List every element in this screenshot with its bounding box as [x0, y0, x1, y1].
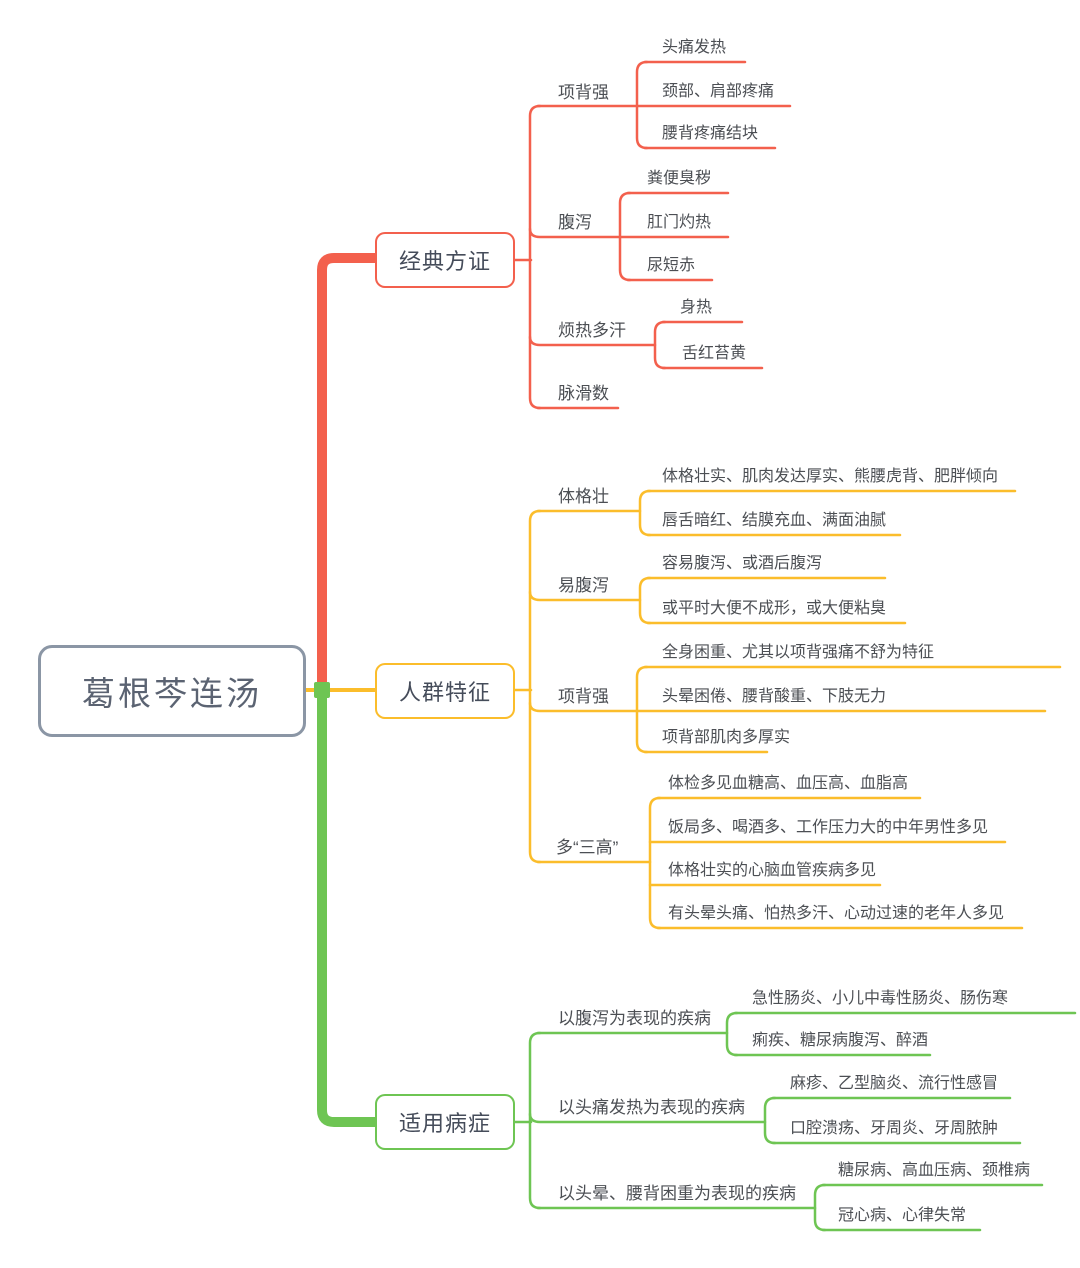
trunk-disease	[317, 685, 377, 1127]
leaf-topic-label[interactable]: 口腔溃疡、牙周炎、牙周脓肿	[790, 1120, 999, 1137]
leaf-topic-label[interactable]: 项背部肌肉多厚实	[662, 729, 791, 746]
leaf-topic-label[interactable]: 颈部、肩部疼痛	[662, 83, 775, 100]
leaf-topic-label[interactable]: 痢疾、糖尿病腹泻、醉酒	[752, 1032, 929, 1049]
leaf-topic-label[interactable]: 容易腹泻、或酒后腹泻	[662, 555, 823, 572]
subtopic-label[interactable]: 脉滑数	[558, 384, 609, 403]
branch-topic-disease[interactable]: 适用病症	[375, 1094, 515, 1150]
leaf-topic-label[interactable]: 舌红苔黄	[682, 345, 747, 362]
branch-topic-crowd[interactable]: 人群特征	[375, 663, 515, 719]
leaf-topic-label[interactable]: 冠心病、心律失常	[838, 1207, 967, 1224]
leaf-topic-label[interactable]: 麻疹、乙型脑炎、流行性感冒	[790, 1075, 999, 1092]
leaf-topic-label[interactable]: 身热	[680, 299, 713, 316]
leaf-topic-label[interactable]: 或平时大便不成形，或大便粘臭	[662, 600, 887, 617]
leaf-topic-label[interactable]: 肛门灼热	[647, 214, 712, 231]
leaf-topic-label[interactable]: 腰背疼痛结块	[662, 125, 759, 142]
classic-branch-wires	[513, 60, 792, 410]
leaf-topic-label[interactable]: 体格壮实、肌肉发达厚实、熊腰虎背、肥胖倾向	[662, 468, 999, 485]
leaf-topic-label[interactable]: 体格壮实的心脑血管疾病多见	[668, 862, 877, 879]
leaf-topic-label[interactable]: 全身困重、尤其以项背强痛不舒为特征	[662, 644, 935, 661]
subtopic-label[interactable]: 项背强	[558, 687, 609, 706]
leaf-topic-label[interactable]: 饭局多、喝酒多、工作压力大的中年男性多见	[668, 819, 989, 836]
disease-branch-wires	[513, 1011, 1077, 1232]
leaf-topic-label[interactable]: 急性肠炎、小儿中毒性肠炎、肠伤寒	[752, 990, 1009, 1007]
leaf-topic-label[interactable]: 尿短赤	[647, 257, 696, 274]
leaf-topic-label[interactable]: 头痛发热	[662, 39, 727, 56]
leaf-topic-label[interactable]: 粪便臭秽	[647, 170, 712, 187]
branch-topic-classic[interactable]: 经典方证	[375, 232, 515, 288]
crowd-branch-wires	[513, 489, 1062, 930]
subtopic-label[interactable]: 项背强	[558, 83, 609, 102]
leaf-topic-label[interactable]: 唇舌暗红、结膜充血、满面油腻	[662, 512, 887, 529]
leaf-topic-label[interactable]: 糖尿病、高血压病、颈椎病	[838, 1162, 1031, 1179]
trunk-junction	[314, 682, 330, 698]
subtopic-label[interactable]: 烦热多汗	[558, 321, 626, 340]
root-topic[interactable]: 葛根芩连汤	[38, 645, 306, 737]
subtopic-label[interactable]: 以头晕、腰背困重为表现的疾病	[558, 1184, 796, 1203]
subtopic-label[interactable]: 体格壮	[558, 487, 609, 506]
leaf-topic-label[interactable]: 有头晕头痛、怕热多汗、心动过速的老年人多见	[668, 905, 1005, 922]
leaf-topic-label[interactable]: 头晕困倦、腰背酸重、下肢无力	[662, 688, 887, 705]
subtopic-label[interactable]: 易腹泻	[558, 576, 609, 595]
trunk-classic	[317, 253, 377, 695]
subtopic-label[interactable]: 以头痛发热为表现的疾病	[558, 1098, 745, 1117]
subtopic-label[interactable]: 多“三高”	[556, 838, 619, 857]
leaf-topic-label[interactable]: 体检多见血糖高、血压高、血脂高	[668, 775, 909, 792]
subtopic-label[interactable]: 腹泻	[558, 213, 592, 232]
subtopic-label[interactable]: 以腹泻为表现的疾病	[558, 1009, 711, 1028]
